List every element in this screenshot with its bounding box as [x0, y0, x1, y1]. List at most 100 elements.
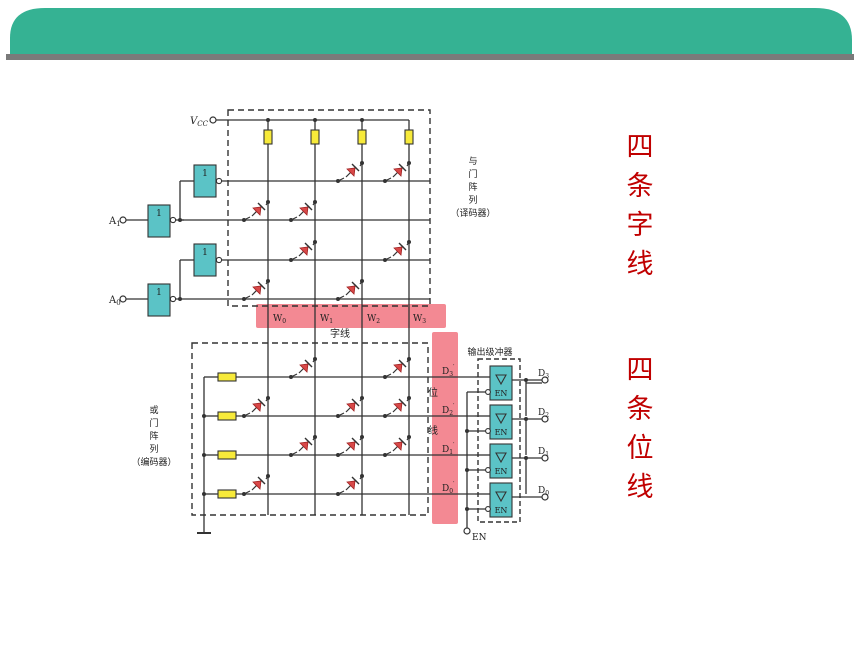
input-gates: [147, 164, 223, 317]
bit-line-d0: D0′: [442, 481, 455, 495]
diode: [383, 161, 411, 183]
diode: [242, 474, 270, 496]
resistor-w2: [357, 129, 367, 145]
enable-terminal: [463, 527, 471, 535]
vcc-terminal: [209, 116, 217, 124]
junctions: [178, 118, 528, 511]
resistor-d1: [217, 450, 237, 460]
resistor-d0: [217, 489, 237, 499]
svg-text:阵: 阵: [149, 430, 158, 442]
svg-text:（译码器）: （译码器）: [450, 208, 495, 219]
diode: [336, 474, 364, 496]
and-array-box: [227, 109, 431, 307]
banner-underline: [6, 54, 854, 60]
input-a0-terminal: [119, 295, 127, 303]
input-a0-label: A0: [108, 295, 121, 307]
output-d2-label: D2: [538, 408, 549, 419]
svg-text:列: 列: [468, 194, 477, 206]
output-labels: D3 D2 D1 D0: [538, 369, 549, 497]
gate-symbol: 1: [156, 209, 162, 219]
word-line-labels: W0 W1 W2 W3: [273, 314, 426, 325]
diode: [242, 396, 270, 418]
output-d2-terminal: [541, 415, 549, 423]
bit-line-labels: D3′ D2′ D1′ D0′: [442, 364, 455, 495]
resistor-w0: [263, 129, 273, 145]
buffer-en-label: EN: [495, 506, 508, 515]
diode: [289, 200, 317, 222]
side-label-word-lines: 四 条 字 线: [626, 132, 654, 280]
or-array-label: 或 门 阵 列 （编码器）: [131, 404, 176, 468]
output-d1-terminal: [541, 454, 549, 462]
resistor-d3: [217, 372, 237, 382]
diode: [289, 240, 317, 262]
buffer-label: 输出级冲器: [467, 346, 512, 358]
diode: [336, 279, 364, 301]
diode: [242, 200, 270, 222]
svg-text:与: 与: [468, 156, 477, 167]
vcc-label: VCC: [190, 116, 209, 128]
diode: [289, 435, 317, 457]
bit-line-caption-2: 线: [428, 424, 438, 437]
bit-line-highlight: [432, 332, 458, 524]
diode: [383, 396, 411, 418]
or-array-box: [191, 342, 429, 516]
diode: [336, 161, 364, 183]
gate-symbol: 1: [156, 288, 162, 298]
diode: [383, 357, 411, 379]
gate-symbols: 1 1 1 1: [156, 169, 208, 298]
word-line-w3: W3: [413, 314, 426, 325]
buffer-en-label: EN: [495, 428, 508, 437]
diode: [336, 396, 364, 418]
word-line-w2: W2: [367, 314, 380, 325]
gate-a1-buffer: [147, 204, 171, 238]
gate-a0-buffer: [147, 283, 171, 317]
svg-text:或: 或: [149, 404, 158, 416]
wiring: [126, 119, 542, 534]
svg-text:门: 门: [149, 417, 158, 429]
diode: [383, 435, 411, 457]
bit-line-d3: D3′: [442, 364, 455, 378]
word-line-w1: W1: [320, 314, 333, 325]
header-banner: [6, 8, 854, 60]
resistor-w3: [404, 129, 414, 145]
diode: [336, 435, 364, 457]
and-array-label: 与 门 阵 列 （译码器）: [450, 156, 495, 219]
word-line-w0: W0: [273, 314, 286, 325]
diode-matrix: [242, 161, 411, 496]
resistor-w1: [310, 129, 320, 145]
buffer-en-labels: EN EN EN EN: [495, 389, 508, 515]
output-buffers: [485, 365, 513, 518]
buffer-en-label: EN: [495, 389, 508, 398]
enable-label: EN: [472, 533, 487, 543]
svg-text:列: 列: [149, 443, 158, 455]
side-label-bit-lines: 四 条 位 线: [626, 355, 654, 503]
bit-line-d1: D1′: [442, 442, 455, 456]
gate-symbol: 1: [202, 169, 208, 179]
output-buffer-box: [477, 358, 521, 523]
input-a1-terminal: [119, 216, 127, 224]
diode: [289, 357, 317, 379]
buffer-en-label: EN: [495, 467, 508, 476]
bit-line-d2: D2′: [442, 403, 455, 417]
svg-text:阵: 阵: [468, 181, 477, 193]
output-d3-label: D3: [538, 369, 549, 380]
bit-line-caption-1: 位: [428, 386, 438, 399]
input-a1-label: A1: [108, 216, 121, 228]
word-line-highlight: [256, 304, 446, 328]
output-d1-label: D1: [538, 447, 549, 458]
resistor-d2: [217, 411, 237, 421]
diode: [383, 240, 411, 262]
output-d0-label: D0: [538, 486, 549, 497]
diode: [242, 279, 270, 301]
circuit-labels: VCC A1 A0 与 门 阵 列 （译码器） 或 门 阵 列 （编码器） W0…: [108, 116, 549, 543]
gate-symbol: 1: [202, 248, 208, 258]
word-line-caption: 字线: [330, 327, 350, 340]
pull-up-resistors: [263, 129, 414, 145]
terminals: [119, 116, 549, 535]
banner-shape: [10, 8, 852, 55]
pull-down-resistors: [217, 372, 237, 499]
output-d3-terminal: [541, 376, 549, 384]
svg-text:（编码器）: （编码器）: [131, 456, 176, 468]
output-d0-terminal: [541, 493, 549, 501]
